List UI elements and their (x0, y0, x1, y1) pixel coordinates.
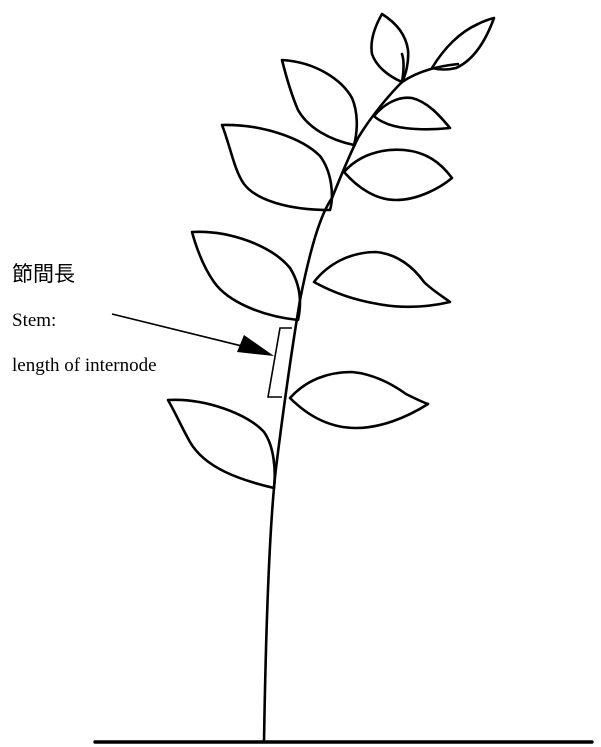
leaf-right-upper-small (374, 98, 450, 130)
internode-bracket (268, 328, 292, 397)
leaf-right-mid (314, 252, 450, 307)
leaf-right-upper (344, 150, 452, 200)
pointer-arrow-line (112, 314, 258, 350)
leaf-left-bottom (168, 400, 275, 488)
pointer-arrowhead (237, 335, 274, 356)
leaf-left-upper (282, 60, 357, 145)
leaf-left-lower-mid (192, 232, 300, 320)
label-japanese-internode: 節間長 (12, 258, 75, 288)
stem (264, 64, 458, 742)
label-stem: Stem: (12, 310, 56, 332)
leaf-left-upper-mid (222, 125, 332, 210)
leaf-top-right (432, 18, 494, 70)
label-length-of-internode: length of internode (12, 355, 157, 377)
leaf-right-lower (290, 372, 428, 428)
